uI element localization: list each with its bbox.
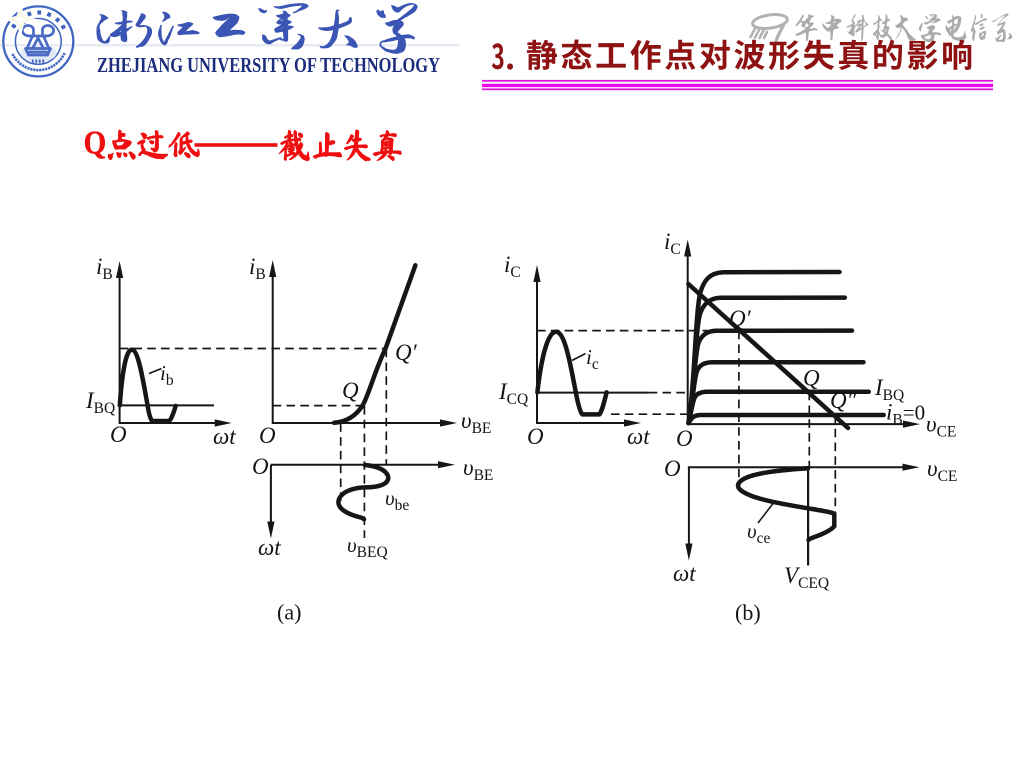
svg-text:υBEQ: υBEQ	[347, 533, 388, 561]
svg-text:O: O	[110, 422, 127, 447]
svg-text:ωt: ωt	[258, 535, 281, 560]
svg-text:O: O	[527, 424, 544, 449]
svg-text:iC: iC	[664, 229, 681, 258]
svg-text:VCEQ: VCEQ	[784, 563, 829, 592]
svg-text:O: O	[252, 454, 269, 479]
svg-text:Q′: Q′	[395, 340, 418, 365]
svg-text:υBE: υBE	[463, 455, 493, 484]
svg-text:ωt: ωt	[627, 424, 650, 449]
svg-text:ic: ic	[586, 345, 599, 373]
svg-text:O: O	[259, 423, 276, 448]
svg-text:υbe: υbe	[385, 486, 409, 514]
svg-text:(a): (a)	[277, 600, 301, 625]
svg-text:O: O	[676, 426, 693, 451]
svg-text:ZHEJIANG UNIVERSITY OF TECHNOL: ZHEJIANG UNIVERSITY OF TECHNOLOGY	[97, 53, 440, 77]
svg-text:Q: Q	[342, 378, 359, 403]
svg-text:iB=0: iB=0	[886, 400, 925, 429]
svg-text:ICQ: ICQ	[498, 379, 528, 408]
svg-text:Q″: Q″	[830, 388, 857, 413]
svg-text:Q: Q	[803, 366, 820, 391]
svg-text:Q′: Q′	[729, 306, 752, 331]
svg-text:υBE: υBE	[461, 408, 491, 437]
svg-text:(b): (b)	[735, 600, 761, 625]
svg-text:υCE: υCE	[926, 412, 956, 441]
svg-text:ib: ib	[160, 361, 174, 389]
svg-text:O: O	[664, 456, 681, 481]
svg-text:IBQ: IBQ	[85, 388, 115, 417]
svg-text:ωt: ωt	[213, 424, 236, 449]
svg-text:iC: iC	[504, 252, 521, 281]
svg-text:ωt: ωt	[673, 561, 696, 586]
svg-text:iB: iB	[249, 254, 266, 283]
svg-text:υCE: υCE	[927, 456, 957, 485]
svg-text:iB: iB	[96, 254, 113, 283]
